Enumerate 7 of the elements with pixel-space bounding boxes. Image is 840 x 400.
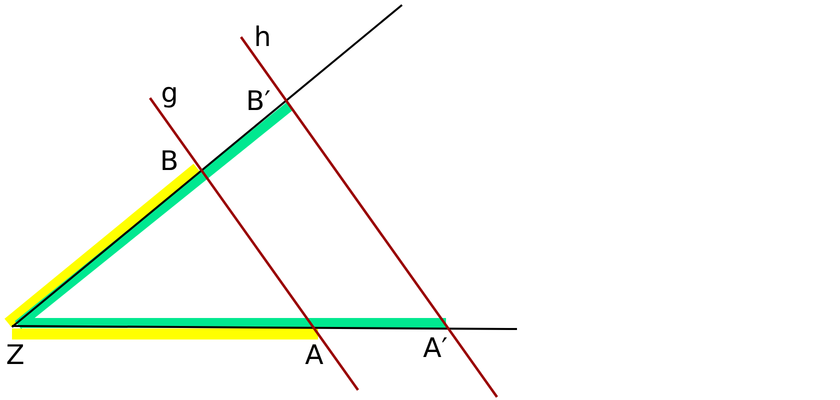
point-label: A′ — [423, 335, 448, 362]
line-label: g — [161, 80, 178, 107]
point-label: A — [305, 342, 324, 369]
point-label: B′ — [246, 88, 271, 115]
line-label: h — [254, 24, 272, 51]
point-label: B — [160, 148, 179, 175]
point-label: Z — [6, 342, 24, 369]
